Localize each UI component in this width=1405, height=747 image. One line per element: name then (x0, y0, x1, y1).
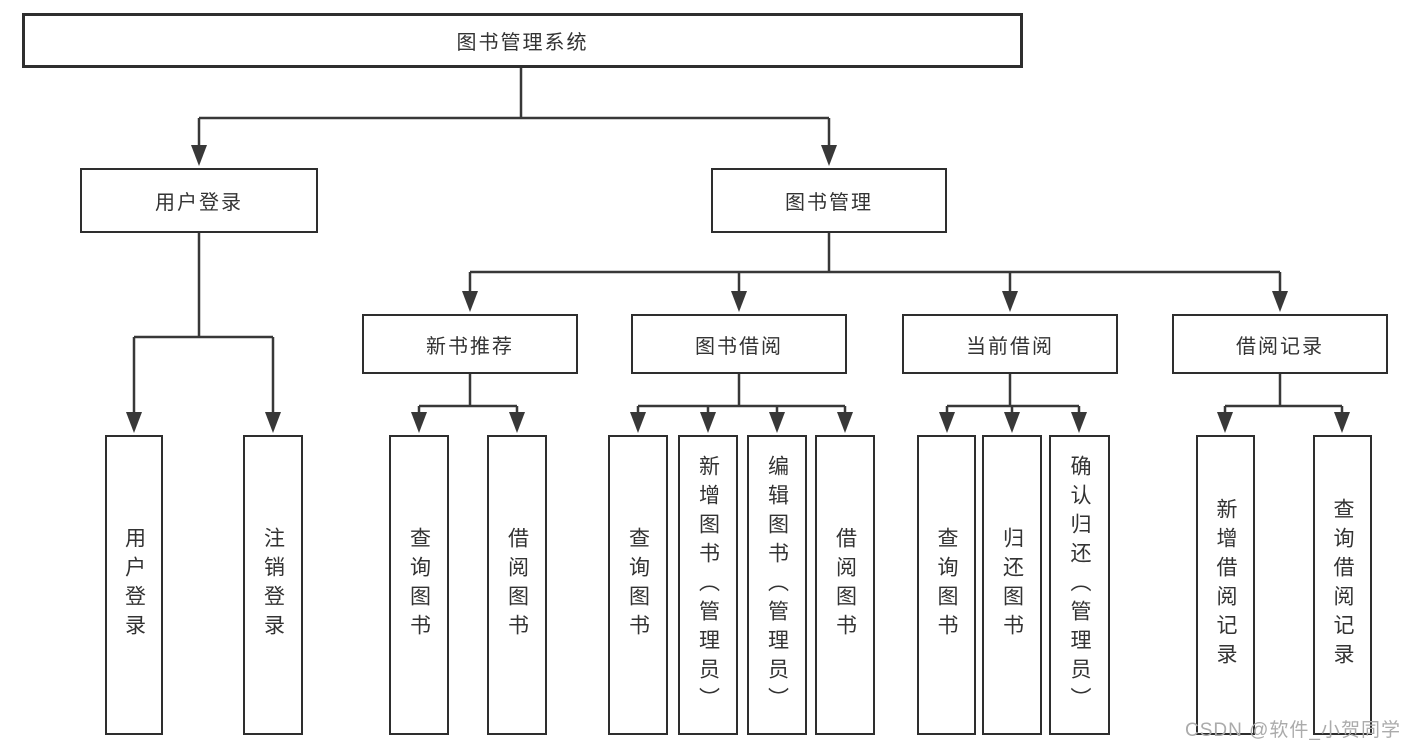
leaf-add-borrow-record: 新增借阅记录 (1196, 435, 1255, 735)
leaf-confirm-return-admin: 确认归还（管理员） (1049, 435, 1110, 735)
connector-borrow-records-children (1217, 374, 1350, 433)
connector-book-borrow-children (630, 374, 853, 433)
node-root: 图书管理系统 (22, 13, 1023, 68)
leaf-query-books-borrow: 查询图书 (608, 435, 668, 735)
connector-root-to-branches (191, 68, 837, 166)
node-book-mgmt: 图书管理 (711, 168, 947, 233)
node-user-login: 用户登录 (80, 168, 318, 233)
watermark-text: CSDN @软件_小贺同学 (1185, 720, 1401, 741)
leaf-borrow-books-rec: 借阅图书 (487, 435, 547, 735)
node-new-book-rec: 新书推荐 (362, 314, 578, 374)
leaf-borrow-books: 借阅图书 (815, 435, 875, 735)
leaf-logout: 注销登录 (243, 435, 303, 735)
connector-new-book-children (411, 374, 525, 433)
connector-user-login-children (126, 233, 281, 433)
leaf-add-books-admin: 新增图书（管理员） (678, 435, 738, 735)
leaf-return-books: 归还图书 (982, 435, 1042, 735)
node-book-borrowing: 图书借阅 (631, 314, 847, 374)
leaf-query-borrow-record: 查询借阅记录 (1313, 435, 1372, 735)
node-current-borrowing: 当前借阅 (902, 314, 1118, 374)
node-borrow-records: 借阅记录 (1172, 314, 1388, 374)
leaf-query-books-current: 查询图书 (917, 435, 976, 735)
connector-current-borrow-children (939, 374, 1087, 433)
leaf-edit-books-admin: 编辑图书（管理员） (747, 435, 807, 735)
connector-book-mgmt-children (462, 233, 1288, 312)
leaf-query-books-rec: 查询图书 (389, 435, 449, 735)
leaf-user-login: 用户登录 (105, 435, 163, 735)
